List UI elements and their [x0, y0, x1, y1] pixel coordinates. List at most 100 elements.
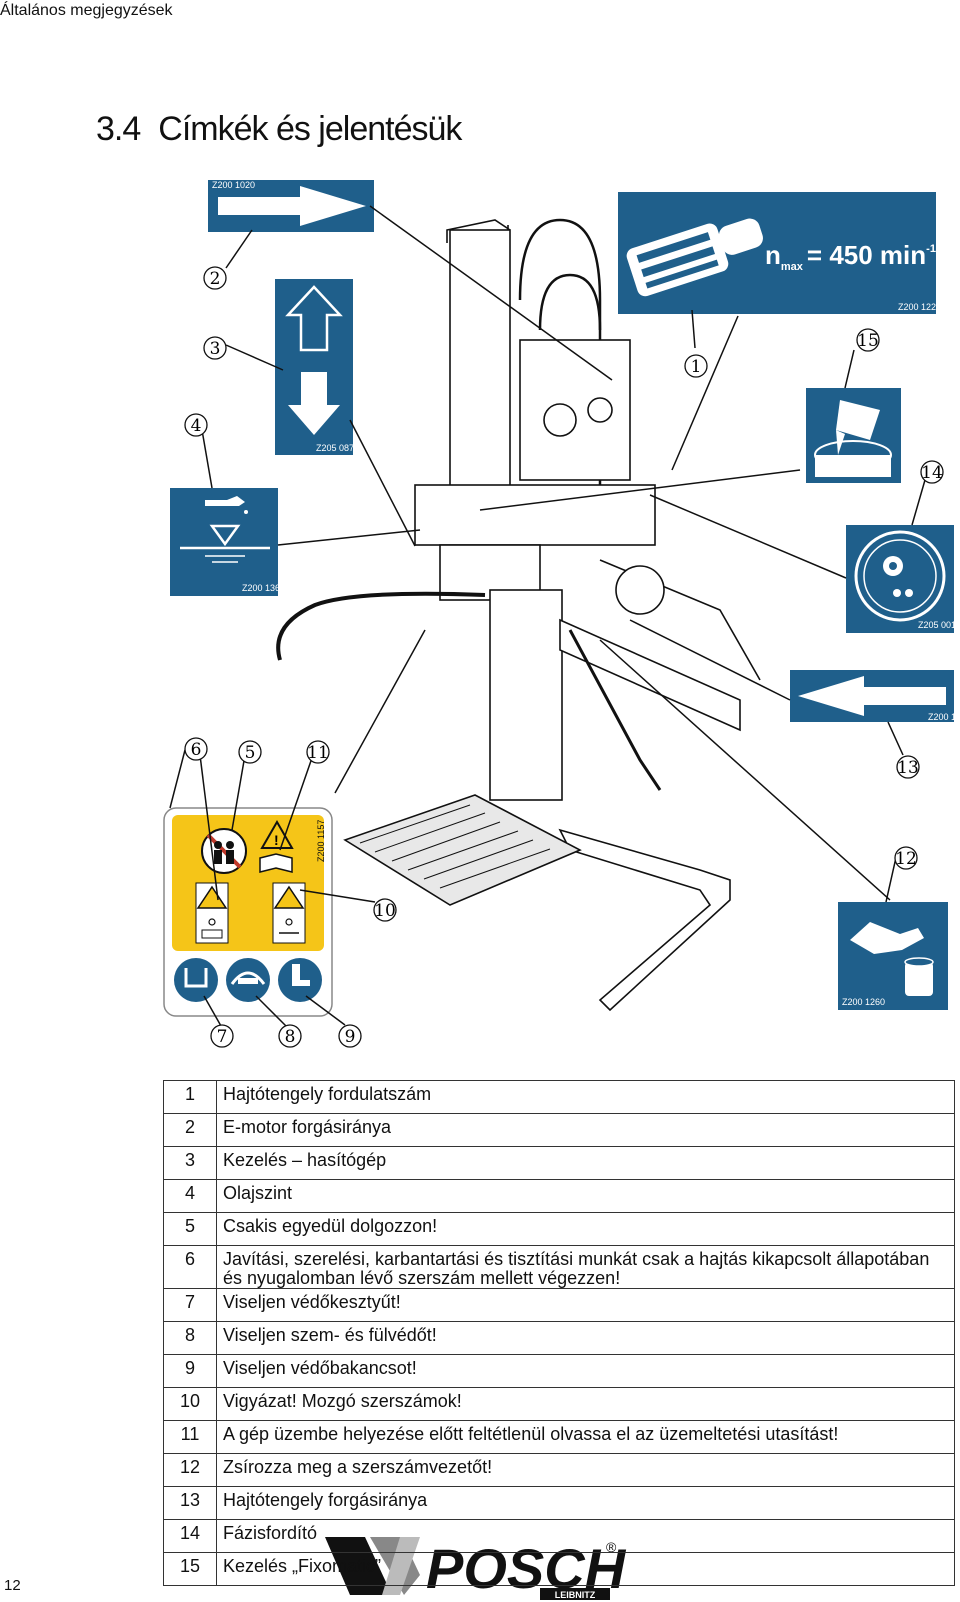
svg-text:2: 2: [210, 269, 221, 289]
legend-text: Viseljen védőbakancsot!: [216, 1354, 955, 1388]
page-title: 3.4 Címkék és jelentésük: [96, 110, 462, 149]
svg-text:nmax= 450 min-1: nmax= 450 min-1: [765, 240, 936, 273]
callout-2: 2: [203, 266, 227, 290]
code-1: Z200 1225: [898, 302, 941, 312]
legend-text: Kezelés „Fixomatic”: [216, 1552, 955, 1586]
legend-text: A gép üzembe helyezése előtt feltétlenül…: [216, 1420, 955, 1454]
legend-number: 8: [163, 1321, 217, 1355]
pto-shaft-icon: [626, 218, 763, 297]
svg-text:1: 1: [691, 357, 702, 377]
logo-sub: LEIBNITZ: [555, 1590, 596, 1600]
leader-lines: [169, 205, 926, 1027]
rpm-n: n: [765, 240, 781, 270]
code-11: Z200 1157: [316, 820, 326, 862]
callout-12: 12: [894, 846, 918, 870]
svg-text:!: !: [274, 832, 279, 848]
legend-number: 15: [163, 1552, 217, 1586]
callout-15: 15: [856, 328, 880, 352]
legend-text: Javítási, szerelési, karbantartási és ti…: [216, 1245, 955, 1289]
sign-12-grease: Z200 1260: [838, 902, 948, 1010]
legend-text: E-motor forgásiránya: [216, 1113, 955, 1147]
svg-text:15: 15: [857, 331, 879, 351]
oil-can-icon: [205, 496, 245, 506]
svg-text:3: 3: [210, 339, 221, 359]
callout-circles: 2 3 4 1 15 14 13 12 6 5 11 10 7 8 9: [184, 266, 944, 1048]
sign-3-operation-splitter: Z205 0871: [275, 279, 359, 455]
legend-number: 1: [163, 1080, 217, 1114]
code-2: Z200 1020: [212, 180, 255, 190]
svg-text:14: 14: [921, 463, 943, 483]
code-12: Z200 1260: [842, 997, 885, 1007]
svg-text:12: 12: [895, 849, 917, 869]
legend-number: 13: [163, 1486, 217, 1520]
legend-number: 14: [163, 1519, 217, 1553]
legend-text: Vigyázat! Mozgó szerszámok!: [216, 1387, 955, 1421]
gloves-icon: [174, 958, 218, 1002]
sign-4-oil-level: Z200 1360: [170, 488, 285, 596]
legend-text: Hajtótengely fordulatszám: [216, 1080, 955, 1114]
legend-number: 7: [163, 1288, 217, 1322]
callout-14: 14: [920, 460, 944, 484]
svg-text:4: 4: [191, 416, 202, 436]
callout-10: 10: [373, 898, 397, 922]
sign-14-phase-inverter: Z205 0010: [846, 525, 960, 633]
callout-11: 11: [306, 740, 330, 764]
legend-number: 4: [163, 1179, 217, 1213]
code-4: Z200 1360: [242, 583, 285, 593]
legend-text: Fázisfordító: [216, 1519, 955, 1553]
manual-book-icon: [259, 853, 293, 873]
legend-text: Viseljen szem- és fülvédőt!: [216, 1321, 955, 1355]
legend-text: Olajszint: [216, 1179, 955, 1213]
code-13: Z200 1230: [928, 712, 960, 722]
svg-text:6: 6: [191, 740, 202, 760]
svg-text:5: 5: [245, 743, 256, 763]
sign-13-pto-direction: Z200 1230: [790, 670, 960, 722]
legend-number: 6: [163, 1245, 217, 1289]
callout-6: 6: [184, 737, 208, 761]
svg-text:11: 11: [307, 743, 329, 763]
legend-number: 2: [163, 1113, 217, 1147]
legend-number: 10: [163, 1387, 217, 1421]
legend-number: 3: [163, 1146, 217, 1180]
section-title: Címkék és jelentésük: [158, 110, 462, 148]
page-number: 12: [4, 1577, 21, 1594]
legend-number: 12: [163, 1453, 217, 1487]
section-header: Általános megjegyzések: [0, 2, 173, 19]
sign-15-fixomatic: [806, 388, 901, 483]
callout-7: 7: [210, 1024, 234, 1048]
svg-text:8: 8: [285, 1027, 296, 1047]
legend-number: 9: [163, 1354, 217, 1388]
legend-text: Viseljen védőkesztyűt!: [216, 1288, 955, 1322]
rpm-value: = 450 min: [807, 240, 926, 270]
legend-text: Kezelés – hasítógép: [216, 1146, 955, 1180]
rpm-sup: -1: [926, 243, 936, 255]
callout-3: 3: [203, 336, 227, 360]
callout-9: 9: [338, 1024, 362, 1048]
section-number: 3.4: [96, 110, 141, 148]
sign-1-pto-speed: nmax= 450 min-1 Z200 1225: [618, 192, 941, 314]
callout-5: 5: [238, 740, 262, 764]
legend-text: Csakis egyedül dolgozzon!: [216, 1212, 955, 1246]
svg-text:13: 13: [897, 758, 919, 778]
legend-number: 11: [163, 1420, 217, 1454]
legend-text: Zsírozza meg a szerszámvezetőt!: [216, 1453, 955, 1487]
legend-number: 5: [163, 1212, 217, 1246]
code-3: Z205 0871: [316, 443, 359, 453]
callout-4: 4: [184, 413, 208, 437]
